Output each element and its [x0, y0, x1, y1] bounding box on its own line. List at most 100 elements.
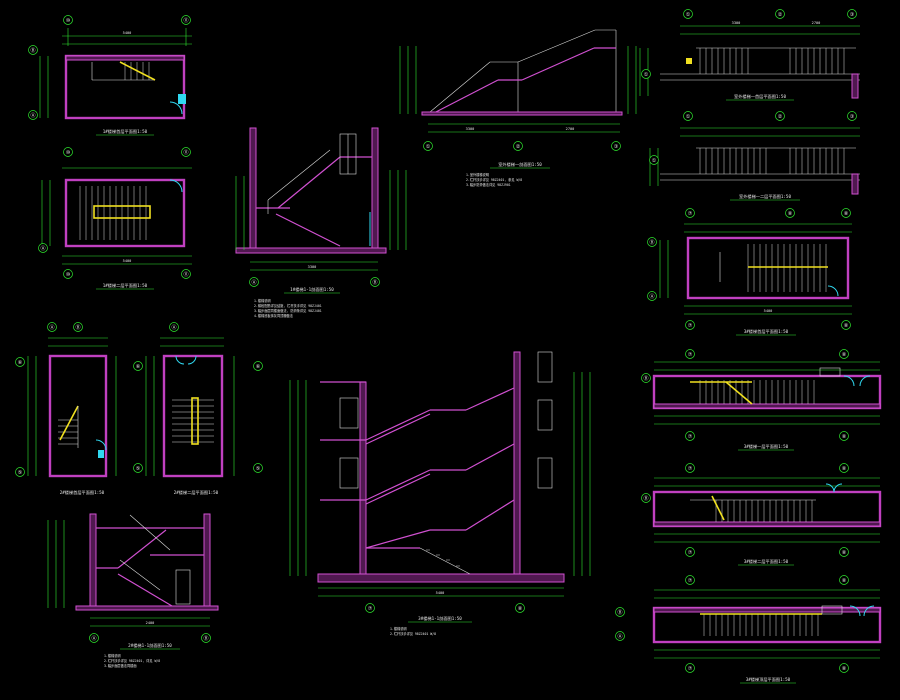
view-2-plan-second: ⑩ ⑪ 5400 Ⓐ ⑩ ⑪ 1#楼梯二层平面图1:50 — [38, 147, 192, 290]
grid-bubble — [63, 15, 73, 25]
svg-text:①: ① — [426, 144, 431, 150]
stair-wall — [64, 178, 186, 248]
svg-text:⑦: ⑦ — [688, 550, 693, 556]
view-6-exterior-second: ① ② ③ ① 室外楼梯一二层平面图1:50 — [649, 111, 860, 201]
view-4-exterior-section: 3300 2700 ① ② ③ 室外楼梯一剖面图1:50 1.室外楼梯说明 2.… — [399, 29, 637, 187]
handrail — [711, 495, 725, 521]
dimension-text: 5400 — [123, 31, 132, 35]
svg-text:Ⓐ: Ⓐ — [251, 279, 256, 286]
svg-text:⑤: ⑤ — [18, 470, 23, 476]
svg-text:Ⓐ: Ⓐ — [649, 293, 654, 300]
svg-text:⑧: ⑧ — [842, 352, 847, 358]
svg-text:2400: 2400 — [146, 621, 155, 625]
svg-text:⑦: ⑦ — [688, 323, 693, 329]
svg-text:Ⓐ: Ⓐ — [40, 245, 45, 252]
stair-wall — [162, 354, 224, 478]
view-title: 2#楼梯1-1剖面图1:50 — [128, 642, 172, 649]
svg-text:1.楼梯说明: 1.楼梯说明 — [390, 626, 407, 631]
svg-text:1.楼梯说明: 1.楼梯说明 — [254, 298, 271, 303]
grid-bubble — [181, 15, 191, 25]
grid-label: ⑪ — [183, 17, 188, 24]
svg-text:⑧: ⑧ — [842, 578, 847, 584]
svg-text:①: ① — [686, 12, 691, 18]
door-swing — [169, 101, 183, 115]
svg-text:⑦: ⑦ — [688, 466, 693, 472]
svg-text:⑦: ⑦ — [688, 434, 693, 440]
svg-text:⑧: ⑧ — [788, 211, 793, 217]
view-12-plan: ⑦ ⑧ Ⓑ ⑦ ⑧ 3#楼梯一层平面图1:50 — [641, 349, 882, 451]
svg-text:⑧: ⑧ — [842, 434, 847, 440]
svg-text:③: ③ — [850, 12, 855, 18]
view-title: 3#楼梯一层平面图1:50 — [744, 443, 789, 450]
svg-text:Ⓐ: Ⓐ — [617, 633, 622, 640]
view-title: 室外楼梯一首层平面图1:50 — [734, 93, 786, 100]
svg-text:⑤: ⑤ — [256, 466, 261, 472]
view-title: 3#楼梯1-1剖面图1:50 — [418, 615, 462, 622]
svg-text:2.栏杆扶手详见 98ZJ401, 详见 W/8: 2.栏杆扶手详见 98ZJ401, 详见 W/8 — [104, 658, 160, 663]
svg-text:⑦: ⑦ — [688, 352, 693, 358]
svg-text:2.栏杆扶手详见 98ZJ401 W/8: 2.栏杆扶手详见 98ZJ401 W/8 — [390, 631, 436, 636]
svg-text:Ⓑ: Ⓑ — [75, 324, 80, 331]
stair-wall — [652, 374, 882, 410]
view-title: 2#楼梯首层平面图1:50 — [60, 489, 105, 496]
svg-text:⑪: ⑪ — [183, 149, 188, 156]
svg-text:1.室外楼梯说明: 1.室外楼梯说明 — [466, 172, 489, 177]
view-8-plan: Ⓐ ⑥ ⑤ ⑥ ⑤ 2#楼梯二层平面图1:50 — [133, 322, 263, 496]
view-title: 3#楼梯顶层平面图1:50 — [746, 676, 791, 683]
svg-text:⑧: ⑧ — [842, 550, 847, 556]
svg-text:⑪: ⑪ — [183, 271, 188, 278]
svg-text:3.踏步防滑做法详见 98ZJ901: 3.踏步防滑做法详见 98ZJ901 — [466, 182, 511, 187]
svg-text:5400: 5400 — [764, 309, 773, 313]
view-10-section: 5400 ⑦ ⑧ 3#楼梯1-1剖面图1:50 1.楼梯说明 2.栏杆扶手详见 … — [289, 351, 591, 636]
svg-text:⑩: ⑩ — [66, 150, 71, 156]
svg-text:3300: 3300 — [732, 21, 741, 25]
view-title: 室外楼梯一剖面图1:50 — [498, 161, 542, 168]
view-13-plan: ⑦ ⑧ Ⓑ ⑦ ⑧ 3#楼梯二层平面图1:50 — [641, 463, 882, 566]
svg-text:②: ② — [516, 144, 521, 150]
svg-text:Ⓑ: Ⓑ — [643, 375, 648, 382]
view-title: 1#楼梯二层平面图1:50 — [103, 282, 148, 289]
svg-text:①: ① — [652, 158, 657, 164]
svg-text:Ⓐ: Ⓐ — [30, 112, 35, 119]
svg-text:②: ② — [778, 12, 783, 18]
stair-wall — [652, 606, 882, 644]
svg-text:5400: 5400 — [123, 259, 132, 263]
svg-text:2700: 2700 — [812, 21, 821, 25]
svg-text:⑦: ⑦ — [688, 578, 693, 584]
svg-text:⑧: ⑧ — [844, 323, 849, 329]
view-14-plan: ⑦ ⑧ Ⓑ Ⓐ ⑦ ⑧ 3#楼梯顶层平面图1:50 — [615, 575, 882, 684]
view-9-section: 2400 Ⓐ Ⓑ 2#楼梯1-1剖面图1:50 1.楼梯说明 2.栏杆扶手详见 … — [47, 513, 219, 668]
view-title: 室外楼梯一二层平面图1:50 — [739, 193, 791, 200]
view-7-plan: Ⓐ Ⓑ ⑥ ⑤ 2#楼梯首层平面图1:50 — [15, 322, 117, 496]
svg-text:Ⓑ: Ⓑ — [372, 279, 377, 286]
svg-text:Ⓑ: Ⓑ — [649, 239, 654, 246]
svg-text:⑥: ⑥ — [18, 360, 23, 366]
svg-text:5400: 5400 — [436, 591, 445, 595]
svg-text:2.梯段配筋详见结施, 栏杆扶手详见 98ZJ401: 2.梯段配筋详见结施, 栏杆扶手详见 98ZJ401 — [254, 303, 322, 308]
svg-text:⑦: ⑦ — [688, 211, 693, 217]
svg-text:3300: 3300 — [308, 265, 317, 269]
grid-label: ⑩ — [66, 18, 71, 24]
view-1-plan-ground: ⑩ ⑪ 5400 Ⓑ Ⓐ 1#楼梯首层平面图1:50 — [28, 15, 192, 136]
svg-text:⑦: ⑦ — [368, 606, 373, 612]
door-icon — [178, 94, 186, 104]
view-3-section: 3300 Ⓐ Ⓑ 1#楼梯1-1剖面图1:50 1.楼梯说明 2.梯段配筋详见结… — [235, 127, 407, 318]
svg-text:Ⓐ: Ⓐ — [49, 324, 54, 331]
svg-text:⑧: ⑧ — [518, 606, 523, 612]
svg-text:⑩: ⑩ — [66, 272, 71, 278]
svg-text:Ⓐ: Ⓐ — [171, 324, 176, 331]
view-title: 2#楼梯二层平面图1:50 — [174, 489, 219, 496]
view-title: 3#楼梯二层平面图1:50 — [744, 558, 789, 565]
svg-text:①: ① — [686, 114, 691, 120]
svg-text:③: ③ — [850, 114, 855, 120]
handrail — [93, 205, 151, 219]
svg-text:⑦: ⑦ — [688, 666, 693, 672]
handrail — [191, 397, 199, 445]
view-title: 3#楼梯首层平面图1:50 — [744, 328, 789, 335]
ground-slab — [317, 573, 565, 583]
svg-text:⑧: ⑧ — [842, 466, 847, 472]
stair-wall — [48, 354, 108, 478]
svg-text:2700: 2700 — [566, 127, 575, 131]
